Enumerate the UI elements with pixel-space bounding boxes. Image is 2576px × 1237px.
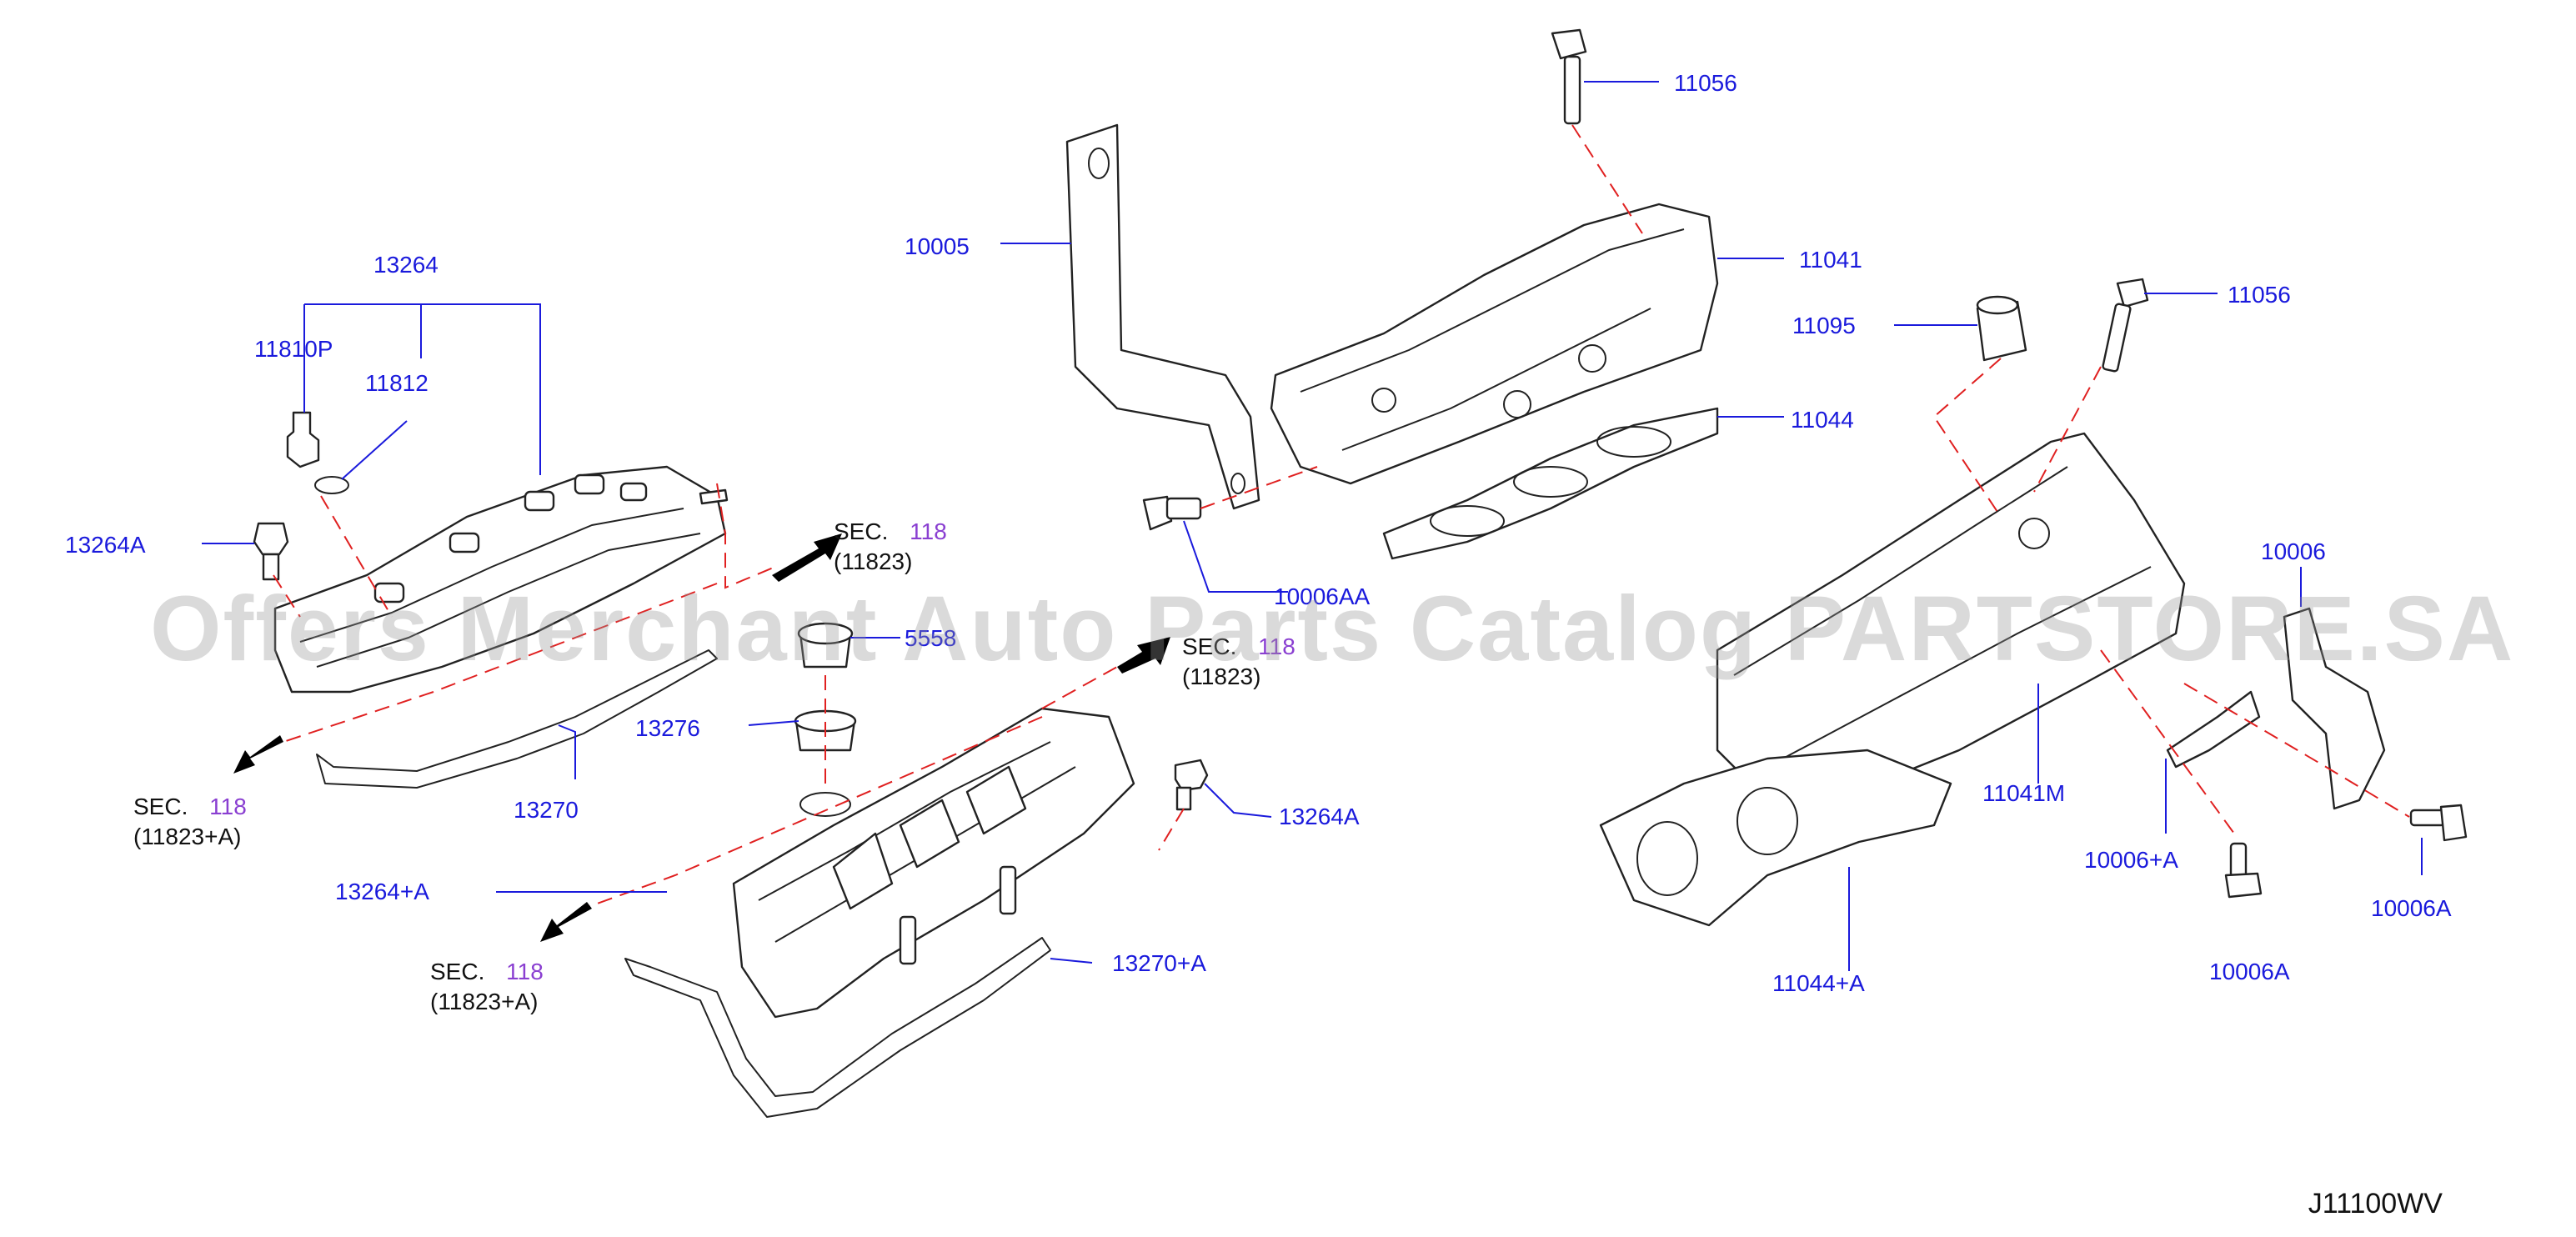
- part-label-13270-plus-A[interactable]: 13270+A: [1112, 950, 1206, 976]
- bolt-11056-right: [2102, 278, 2149, 373]
- section-ref-1[interactable]: SEC. 118 (11823): [834, 520, 947, 573]
- part-label-13264A-left[interactable]: 13264A: [65, 532, 146, 558]
- gasket-13270: [316, 649, 718, 789]
- part-label-11041M[interactable]: 11041M: [1982, 780, 2066, 806]
- part-label-11044-plus-A[interactable]: 11044+A: [1772, 970, 1865, 996]
- oil-filler-cap-13276: [794, 622, 857, 817]
- part-label-11044[interactable]: 11044: [1791, 407, 1854, 433]
- part-label-10006AA[interactable]: 10006AA: [1274, 583, 1371, 609]
- part-label-13270[interactable]: 13270: [514, 797, 579, 823]
- bolt-13264A-left: [253, 522, 289, 581]
- part-label-10006A-bottom[interactable]: 10006A: [2209, 959, 2290, 984]
- part-label-11056-top[interactable]: 11056: [1674, 70, 1737, 96]
- part-label-13264[interactable]: 13264: [373, 252, 439, 278]
- head-gasket-11044-plus-A: [1599, 749, 1952, 927]
- part-label-10006[interactable]: 10006: [2261, 538, 2326, 564]
- section-ref-1-sec: SEC.: [834, 518, 889, 544]
- section-ref-4[interactable]: SEC. 118 (11823): [1182, 635, 1296, 689]
- bolt-13264A-right: [1174, 759, 1209, 811]
- bolt-10006A-right: [2409, 804, 2468, 842]
- cylinder-head-11041: [1270, 203, 1719, 485]
- sec-arrow-1: [772, 533, 842, 582]
- section-ref-4-sec: SEC.: [1182, 634, 1237, 659]
- bolt-10006AA: [1142, 495, 1202, 531]
- bracket-10005: [1065, 123, 1260, 510]
- part-label-11812[interactable]: 11812: [365, 370, 428, 396]
- part-label-13264A-right[interactable]: 13264A: [1279, 804, 1360, 829]
- part-label-11095[interactable]: 11095: [1792, 313, 1856, 338]
- part-label-10005[interactable]: 10005: [905, 233, 970, 259]
- part-label-13264-plus-A[interactable]: 13264+A: [335, 879, 429, 904]
- part-label-10006-plus-A[interactable]: 10006+A: [2084, 847, 2178, 873]
- sec-arrow-3: [540, 902, 592, 942]
- bracket-10006: [2283, 607, 2386, 810]
- head-gasket-11044: [1382, 407, 1719, 560]
- bolt-10006A-bottom: [2224, 842, 2263, 899]
- section-ref-3-sec: SEC.: [430, 959, 485, 984]
- part-label-11041[interactable]: 11041: [1799, 247, 1862, 273]
- section-ref-1-num: 118: [910, 518, 947, 544]
- assembly-lines: [273, 124, 2410, 909]
- section-ref-2-ref: (11823+A): [133, 824, 242, 849]
- pcv-valve-11810P: [286, 411, 320, 468]
- sec-arrow-2: [233, 735, 283, 774]
- dowel-11095: [1976, 295, 2027, 362]
- leader-lines: [202, 81, 2423, 971]
- o-ring-11812: [314, 476, 349, 494]
- section-ref-2-num: 118: [209, 794, 247, 819]
- diagram-code: J11100WV: [2308, 1188, 2443, 1219]
- gasket-13270-plus-A: [624, 937, 1051, 1118]
- part-label-13276[interactable]: 13276: [635, 715, 700, 741]
- section-ref-4-num: 118: [1258, 634, 1296, 659]
- section-ref-3-num: 118: [506, 959, 544, 984]
- bolt-11056-top: [1551, 28, 1587, 125]
- part-label-11056-right[interactable]: 11056: [2228, 282, 2291, 308]
- section-ref-3-ref: (11823+A): [430, 989, 539, 1014]
- rocker-cover-left: [273, 465, 729, 694]
- part-label-11810P[interactable]: 11810P: [254, 336, 333, 362]
- section-ref-2[interactable]: SEC. 118 (11823+A): [133, 795, 247, 849]
- part-label-partial-center[interactable]: 5558: [905, 625, 957, 651]
- rocker-cover-right: [732, 707, 1135, 1019]
- bracket-10006-plus-A: [2166, 690, 2261, 769]
- sec-arrow-4: [1117, 637, 1170, 674]
- watermark: Offers Merchant Auto Parts Catalog PARTS…: [150, 578, 2515, 680]
- part-label-10006A-right[interactable]: 10006A: [2371, 895, 2452, 921]
- section-ref-1-ref: (11823): [834, 548, 913, 574]
- section-ref-3[interactable]: SEC. 118 (11823+A): [430, 960, 544, 1014]
- section-ref-2-sec: SEC.: [133, 794, 188, 819]
- section-ref-4-ref: (11823): [1182, 664, 1261, 689]
